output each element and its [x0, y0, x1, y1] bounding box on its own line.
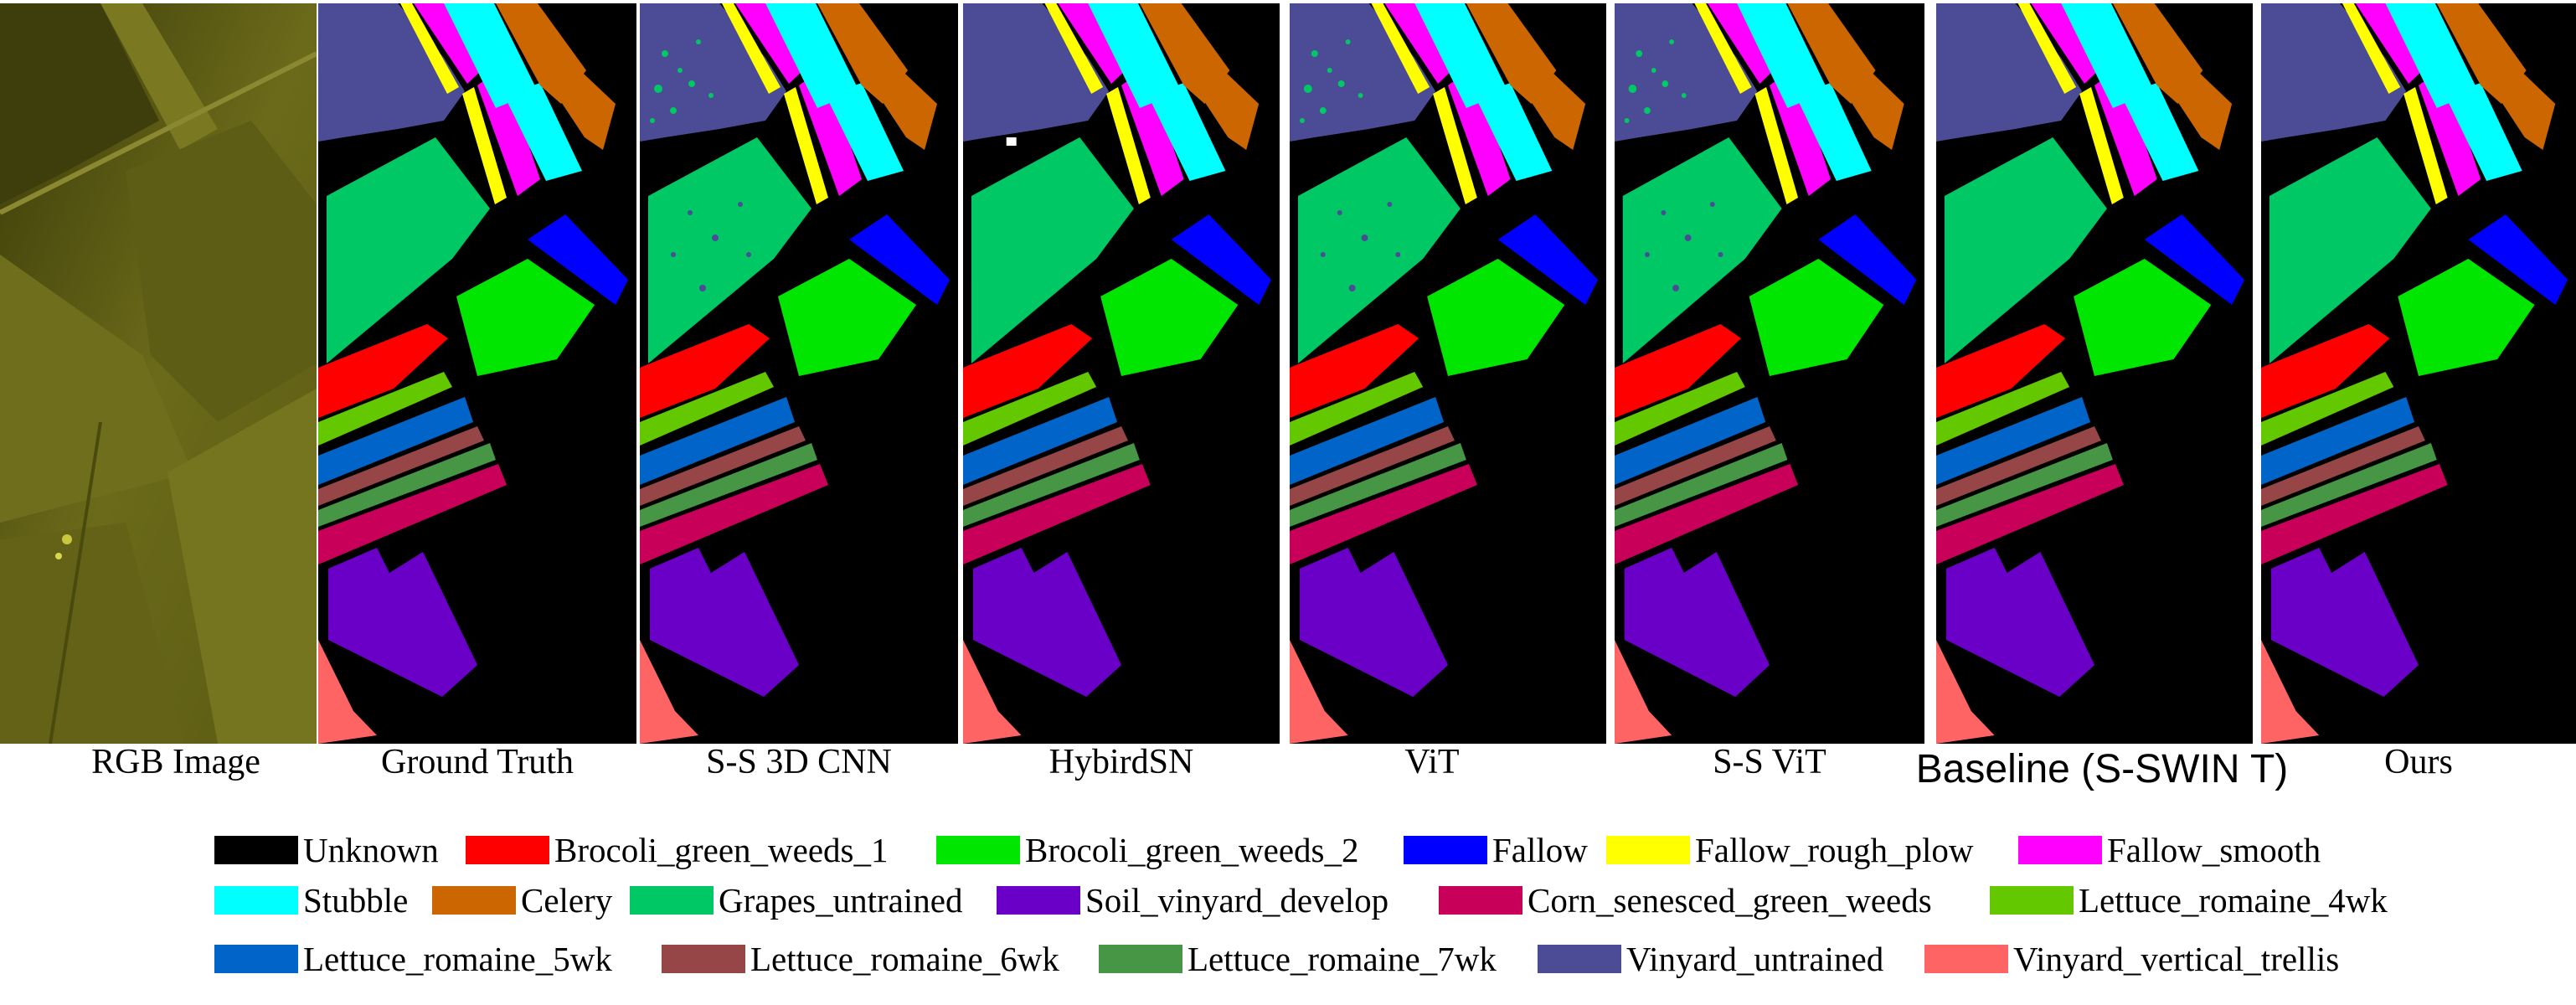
- legend-swatch: [1606, 836, 1690, 864]
- legend-swatch: [466, 836, 549, 864]
- vit-map: [1290, 3, 1606, 744]
- ours-map: [2261, 3, 2576, 744]
- ours-panel: [2261, 3, 2576, 744]
- legend-label: Corn_senesced_green_weeds: [1528, 881, 1932, 920]
- legend-item: Celery: [432, 879, 612, 921]
- legend-label: Brocoli_green_weeds_1: [554, 831, 889, 869]
- legend-label: Fallow: [1492, 831, 1588, 869]
- legend-swatch: [1924, 945, 2008, 973]
- ss-vit-map: [1615, 3, 1924, 744]
- legend-item: Brocoli_green_weeds_1: [466, 829, 889, 871]
- legend-label: Vinyard_vertical_trellis: [2013, 940, 2340, 978]
- caption-vit: ViT: [1404, 743, 1460, 781]
- legend-swatch: [2018, 836, 2102, 864]
- legend-item: Vinyard_untrained: [1538, 938, 1883, 980]
- caption-ss-vit: S-S ViT: [1713, 743, 1826, 781]
- legend-swatch: [1099, 945, 1182, 973]
- legend-item: Fallow_smooth: [2018, 829, 2321, 871]
- legend-item: Brocoli_green_weeds_2: [936, 829, 1359, 871]
- legend-swatch: [214, 945, 298, 973]
- caption-baseline: Baseline (S-SWIN T): [1915, 746, 2289, 791]
- legend-item: Grapes_untrained: [630, 879, 962, 921]
- legend-item: Soil_vinyard_develop: [997, 879, 1388, 921]
- legend-swatch: [214, 886, 298, 915]
- legend-item: Stubble: [214, 879, 408, 921]
- ss-vit-panel: [1615, 3, 1924, 744]
- legend-label: Vinyard_untrained: [1626, 940, 1884, 978]
- rgb-image: [0, 3, 317, 744]
- legend-item: Corn_senesced_green_weeds: [1439, 879, 1932, 921]
- legend-swatch: [1439, 886, 1522, 915]
- legend-item: Lettuce_romaine_6wk: [662, 938, 1059, 980]
- legend-label: Celery: [521, 881, 613, 920]
- legend-swatch: [214, 836, 298, 864]
- legend-swatch: [662, 945, 745, 973]
- legend-swatch: [1990, 886, 2074, 915]
- legend-label: Stubble: [303, 881, 409, 920]
- legend-swatch: [432, 886, 516, 915]
- caption-ground-truth: Ground Truth: [381, 743, 574, 781]
- legend-label: Lettuce_romaine_5wk: [303, 940, 612, 978]
- legend-item: Fallow: [1404, 829, 1588, 871]
- legend-label: Fallow_smooth: [2107, 831, 2321, 869]
- caption-rgb: RGB Image: [91, 743, 260, 781]
- legend-item: Lettuce_romaine_4wk: [1990, 879, 2388, 921]
- legend-swatch: [1538, 945, 1621, 973]
- hybridsn-map: [963, 3, 1280, 744]
- legend-label: Lettuce_romaine_7wk: [1188, 940, 1497, 978]
- vit-panel: [1290, 3, 1606, 744]
- legend-item: Vinyard_vertical_trellis: [1924, 938, 2339, 980]
- baseline-panel: [1936, 3, 2253, 744]
- baseline-map: [1936, 3, 2253, 744]
- caption-ss-3d-cnn: S-S 3D CNN: [706, 743, 892, 781]
- legend-swatch: [1404, 836, 1487, 864]
- caption-ours: Ours: [2384, 743, 2453, 781]
- legend-item: Unknown: [214, 829, 439, 871]
- legend-label: Soil_vinyard_develop: [1085, 881, 1389, 920]
- legend-label: Brocoli_green_weeds_2: [1025, 831, 1359, 869]
- rgb-image-panel: [0, 3, 317, 744]
- legend-swatch: [630, 886, 714, 915]
- hybridsn-panel: [963, 3, 1280, 744]
- legend-item: Lettuce_romaine_5wk: [214, 938, 612, 980]
- legend-swatch: [936, 836, 1020, 864]
- ground-truth-panel: [318, 3, 636, 744]
- legend-label: Fallow_rough_plow: [1695, 831, 1974, 869]
- legend-label: Unknown: [303, 831, 439, 869]
- legend-label: Grapes_untrained: [719, 881, 963, 920]
- legend-swatch: [997, 886, 1080, 915]
- legend-label: Lettuce_romaine_4wk: [2079, 881, 2388, 920]
- ss-3d-cnn-map: [640, 3, 958, 744]
- legend-item: Fallow_rough_plow: [1606, 829, 1974, 871]
- legend-label: Lettuce_romaine_6wk: [750, 940, 1059, 978]
- ss-3d-cnn-panel: [640, 3, 958, 744]
- legend-item: Lettuce_romaine_7wk: [1099, 938, 1497, 980]
- caption-hybridsn: HybirdSN: [1048, 743, 1194, 781]
- ground-truth-map: [318, 3, 636, 744]
